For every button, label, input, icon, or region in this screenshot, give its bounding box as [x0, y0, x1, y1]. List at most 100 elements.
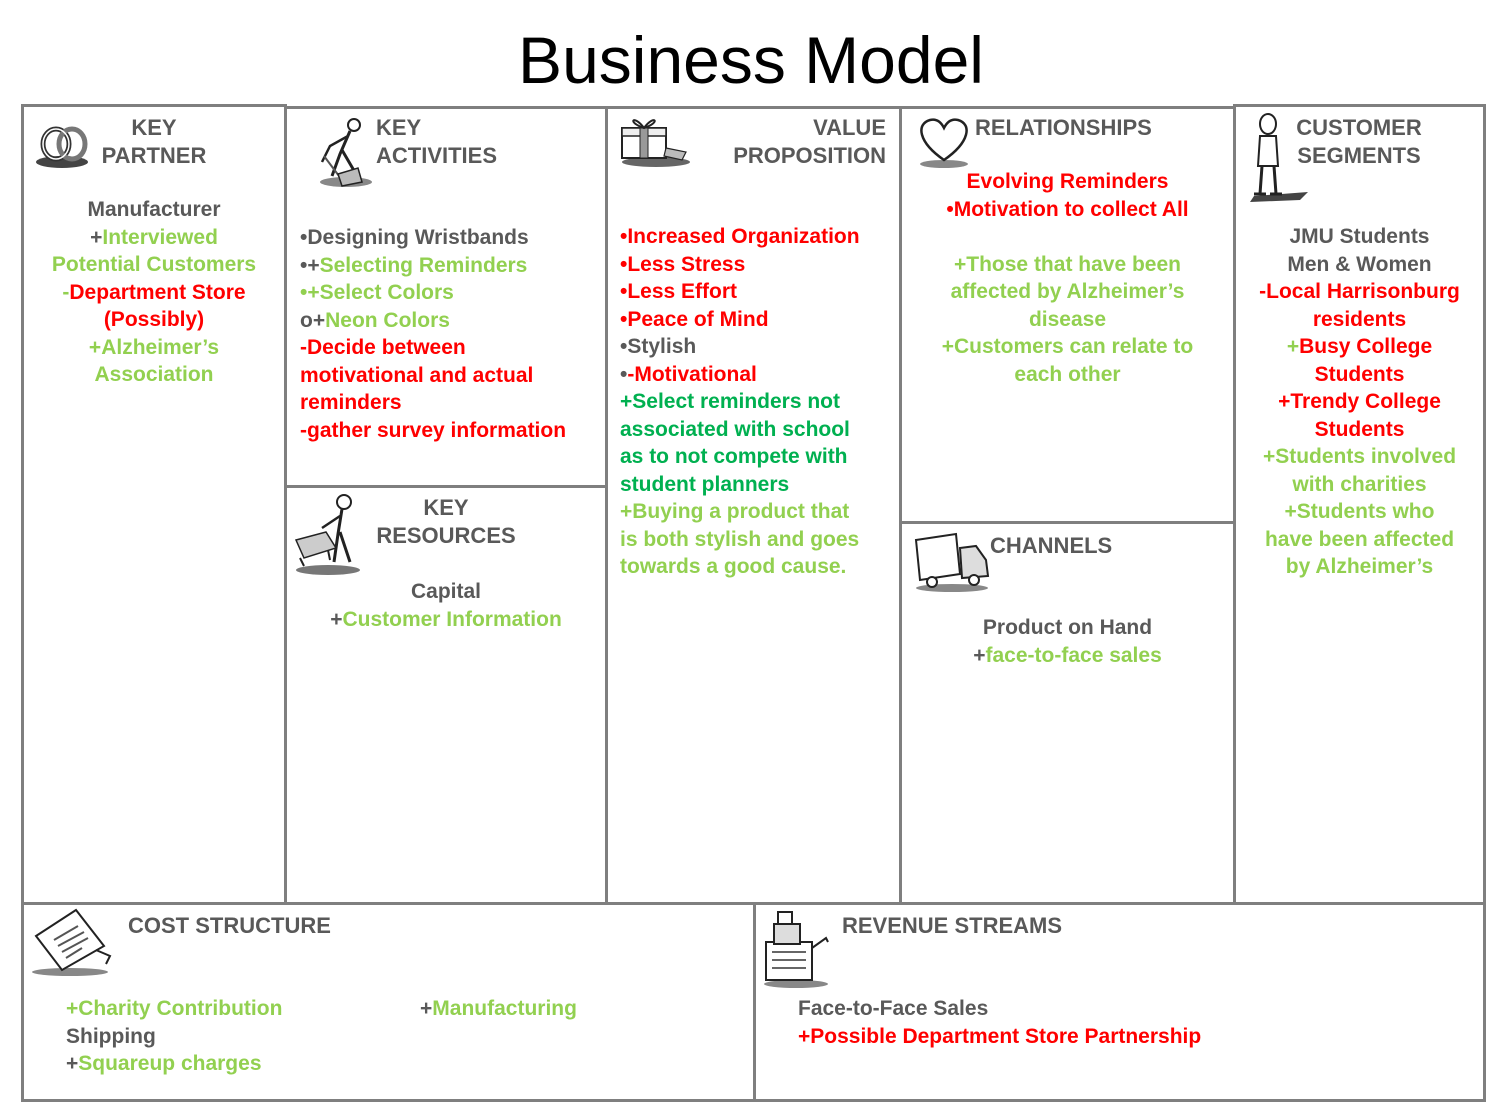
- list-item: JMU Students: [1289, 225, 1430, 248]
- list-item: +Those that have been: [954, 252, 1181, 276]
- customer-segments-header: CUSTOMER SEGMENTS: [1280, 114, 1438, 170]
- key-resources-header-line-1: KEY: [423, 495, 469, 520]
- cost-structure-header-line-1: COST STRUCTURE: [128, 913, 331, 938]
- list-item: +Students involved: [1262, 445, 1457, 468]
- list-item: residents: [1312, 307, 1407, 331]
- list-item: by Alzheimer’s: [1285, 555, 1434, 578]
- list-item: Association: [94, 363, 214, 386]
- customer-segments-list: JMU Students Men & Women -Local Harrison…: [1236, 223, 1483, 581]
- list-item: Men & Women: [1287, 252, 1432, 276]
- list-item: Evolving Reminders: [966, 170, 1169, 193]
- relationships-header-line-1: RELATIONSHIPS: [975, 115, 1152, 140]
- list-item: as to not compete with: [620, 445, 848, 468]
- list-item: Students: [1314, 362, 1405, 386]
- list-item: •Increased Organization: [620, 225, 860, 248]
- key-activities-header: KEY ACTIVITIES: [376, 114, 576, 170]
- list-item: disease: [1028, 307, 1107, 331]
- list-item: +Squareup charges: [66, 1052, 262, 1075]
- key-resources-list: Capital +Customer Information: [288, 578, 604, 633]
- list-item: •+Select Colors: [300, 281, 454, 304]
- list-item: (Possibly): [103, 308, 205, 331]
- list-item: Shipping: [66, 1024, 156, 1048]
- key-activities-header-line-1: KEY: [376, 115, 422, 140]
- list-item: •Less Stress: [620, 252, 746, 276]
- list-item: have been affected: [1264, 527, 1455, 551]
- list-item: Capital: [410, 580, 481, 603]
- cost-structure-col-1: +Charity Contribution Shipping +Squareup…: [66, 995, 396, 1078]
- list-item: +Manufacturing: [420, 997, 577, 1020]
- revenue-streams-header: REVENUE STREAMS: [842, 912, 1142, 940]
- list-item: +Busy College: [1286, 335, 1433, 358]
- channels-header: CHANNELS: [990, 532, 1210, 560]
- standing-person-icon: [1240, 110, 1312, 204]
- value-proposition-header: VALUE PROPOSITION: [700, 114, 886, 170]
- list-item: towards a good cause.: [620, 555, 847, 578]
- customer-segments-header-line-1: CUSTOMER: [1296, 115, 1422, 140]
- list-item: -Department Store: [62, 280, 246, 304]
- list-item: Potential Customers: [51, 253, 257, 276]
- key-resources-header-line-2: RESOURCES: [376, 523, 516, 548]
- list-item: -Decide between: [300, 336, 466, 359]
- list-item: Manufacturer: [87, 198, 221, 221]
- list-item: +Trendy College: [1278, 390, 1441, 413]
- page-title: Business Model: [518, 23, 984, 97]
- key-partner-list: Manufacturer +Interviewed Potential Cust…: [24, 196, 284, 389]
- key-partner-box: [21, 104, 287, 905]
- channels-list: Product on Hand +face-to-face sales: [902, 614, 1233, 669]
- list-item: [902, 223, 1233, 251]
- list-item: •+Selecting Reminders: [300, 253, 528, 277]
- list-item: -Local Harrisonburg: [1259, 280, 1460, 303]
- relationships-header: RELATIONSHIPS: [975, 114, 1215, 142]
- value-proposition-header-line-2: PROPOSITION: [733, 143, 886, 168]
- key-partner-header-line-2: PARTNER: [101, 143, 207, 168]
- list-item: •Motivation to collect All: [946, 197, 1189, 221]
- value-proposition-header-line-1: VALUE: [813, 115, 886, 140]
- list-item: associated with school: [620, 417, 850, 441]
- heart-icon: [914, 114, 974, 170]
- list-item: +face-to-face sales: [973, 643, 1162, 667]
- cost-structure-col-2: +Manufacturing: [420, 995, 720, 1023]
- list-item: motivational and actual: [300, 363, 534, 387]
- list-item: Product on Hand: [982, 616, 1153, 639]
- list-item: •Stylish: [620, 335, 697, 358]
- list-item: +Students who: [1284, 500, 1435, 523]
- list-item: •Less Effort: [620, 280, 738, 303]
- key-resources-header: KEY RESOURCES: [362, 494, 530, 550]
- list-item: with charities: [1292, 472, 1427, 496]
- truck-icon: [912, 530, 992, 594]
- list-item: o+Neon Colors: [300, 308, 450, 332]
- relationships-list: Evolving Reminders •Motivation to collec…: [902, 168, 1233, 388]
- revenue-streams-box: [753, 902, 1486, 1102]
- list-item: Students: [1314, 417, 1405, 441]
- customer-segments-header-line-2: SEGMENTS: [1297, 143, 1421, 168]
- list-item: +Interviewed: [90, 225, 218, 249]
- worker-machine-icon: [292, 492, 366, 576]
- list-item: affected by Alzheimer’s: [950, 280, 1185, 303]
- key-partner-header-line-1: KEY: [131, 115, 177, 140]
- list-item: +Customers can relate to: [941, 335, 1194, 358]
- list-item: Face-to-Face Sales: [798, 997, 989, 1020]
- key-activities-header-line-2: ACTIVITIES: [376, 143, 498, 168]
- list-item: +Possible Department Store Partnership: [798, 1024, 1202, 1048]
- list-item: is both stylish and goes: [620, 527, 860, 551]
- digging-person-icon: [312, 116, 378, 190]
- list-item: +Charity Contribution: [66, 997, 283, 1020]
- value-proposition-list: •Increased Organization •Less Stress •Le…: [620, 223, 898, 581]
- channels-header-line-1: CHANNELS: [990, 533, 1113, 558]
- key-resources-box: [284, 485, 608, 905]
- relationships-box: [899, 106, 1236, 524]
- key-partner-header: KEY PARTNER: [88, 114, 220, 170]
- list-item: +Select reminders not: [620, 390, 840, 413]
- list-item: each other: [1014, 362, 1121, 386]
- rings-icon: [32, 120, 98, 174]
- list-item: •Designing Wristbands: [300, 226, 529, 249]
- gift-icon: [616, 110, 692, 168]
- cash-register-icon: [760, 908, 832, 990]
- revenue-streams-header-line-1: REVENUE STREAMS: [842, 913, 1063, 938]
- cost-structure-box: [21, 902, 756, 1102]
- list-item: +Buying a product that: [620, 500, 850, 523]
- cost-structure-header: COST STRUCTURE: [128, 912, 428, 940]
- list-item: reminders: [300, 391, 402, 414]
- list-item: •Peace of Mind: [620, 307, 769, 331]
- list-item: +Customer Information: [330, 607, 562, 631]
